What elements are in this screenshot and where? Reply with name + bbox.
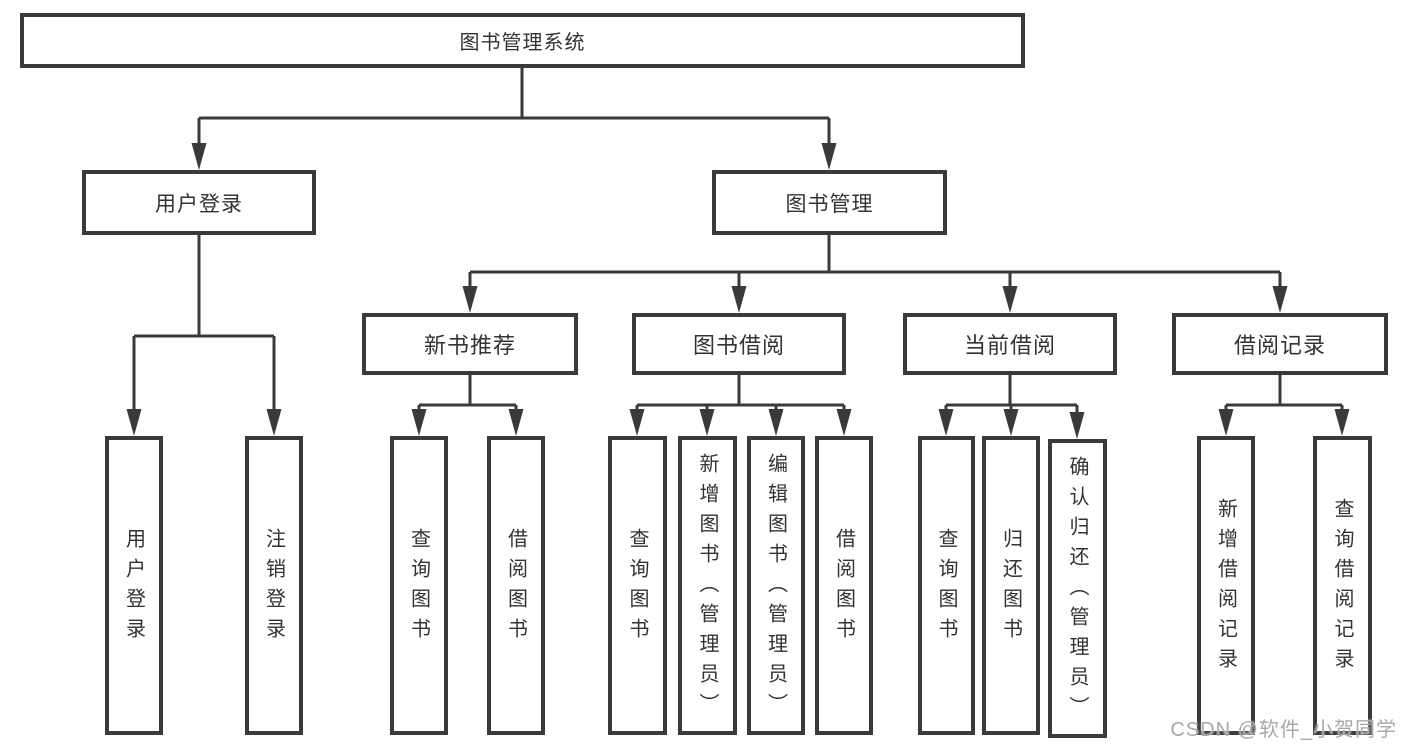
arrowhead: [1002, 286, 1018, 313]
arrowhead: [731, 286, 747, 313]
arrowhead: [411, 409, 427, 436]
arrowhead: [836, 409, 852, 436]
leaf-confirm-return-admin: 确认归还（管理员）: [1048, 439, 1107, 738]
arrowhead: [1272, 286, 1288, 313]
leaf-query-books-recommend: 查询图书: [390, 436, 448, 735]
arrowhead: [1003, 409, 1019, 436]
leaf-query-borrow-record: 查询借阅记录: [1313, 436, 1372, 735]
arrowhead: [462, 286, 478, 313]
node-borrowing-records: 借阅记录: [1172, 313, 1388, 375]
arrowhead: [699, 409, 715, 436]
arrowhead: [1218, 409, 1234, 436]
tree-edges: [132, 68, 1344, 414]
leaf-logout-login: 注销登录: [245, 436, 303, 735]
arrowhead: [629, 409, 645, 436]
leaf-query-books-current: 查询图书: [918, 436, 975, 735]
arrowhead: [938, 409, 954, 436]
leaf-borrow-books-recommend: 借阅图书: [487, 436, 545, 735]
node-current-borrowing: 当前借阅: [903, 313, 1117, 375]
node-book-management-system: 图书管理系统: [20, 13, 1025, 68]
arrowhead: [821, 143, 837, 170]
arrowhead: [126, 409, 142, 436]
arrowhead: [508, 409, 524, 436]
leaf-add-books-admin: 新增图书（管理员）: [678, 436, 737, 735]
arrowhead: [1069, 412, 1085, 439]
node-user-login: 用户登录: [82, 170, 316, 235]
arrowhead: [191, 143, 207, 170]
arrowhead: [768, 409, 784, 436]
leaf-edit-books-admin: 编辑图书（管理员）: [747, 436, 805, 735]
node-book-borrowing: 图书借阅: [632, 313, 846, 375]
leaf-query-books-borrowing: 查询图书: [608, 436, 667, 735]
leaf-return-books: 归还图书: [982, 436, 1040, 735]
leaf-user-login: 用户登录: [105, 436, 163, 735]
leaf-borrow-books-borrowing: 借阅图书: [815, 436, 873, 735]
watermark: CSDN @软件_小贺同学: [1170, 719, 1397, 741]
arrowhead: [266, 409, 282, 436]
node-new-book-recommend: 新书推荐: [362, 313, 578, 375]
arrowhead: [1334, 409, 1350, 436]
node-book-management: 图书管理: [712, 170, 947, 235]
leaf-add-borrow-record: 新增借阅记录: [1197, 436, 1255, 735]
